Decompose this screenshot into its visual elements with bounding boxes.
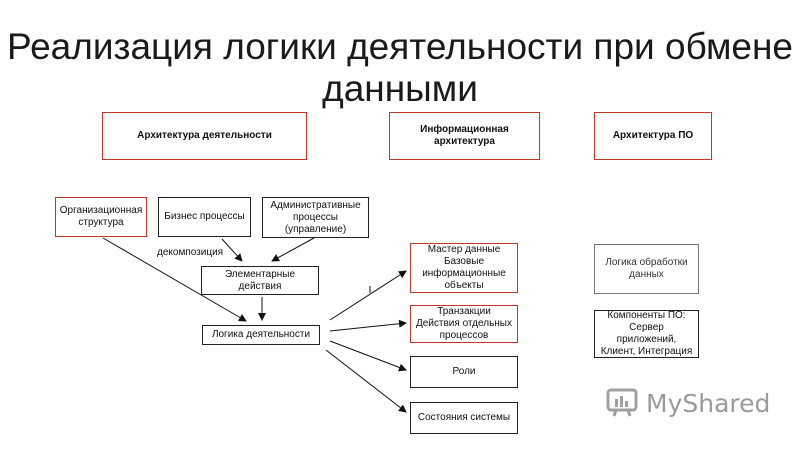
business-processes-box: Бизнес процессы (158, 197, 251, 237)
processing-logic-box: Логика обработки данных (594, 244, 699, 294)
decomposition-label: декомпозиция (157, 247, 224, 258)
elementary-actions-box: Элементарные действия (201, 266, 319, 295)
header-software-architecture: Архитектура ПО (594, 112, 712, 160)
arrow-org-to-logic (102, 237, 247, 322)
myshared-logo-text: MyShared (646, 388, 771, 418)
arrow-admin-to-elementary (271, 237, 315, 262)
software-components-box: Компоненты ПО: Сервер приложений, Клиент… (594, 310, 699, 358)
arrow-logic-to-roles (329, 340, 407, 372)
transactions-box: Транзакции Действия отдельных процессов (410, 305, 518, 343)
page-title: Реализация логики деятельности при обмен… (7, 26, 793, 109)
header-information-architecture: Информационная архитектура (389, 112, 540, 160)
activity-logic-box: Логика деятельности (202, 325, 320, 345)
org-structure-box: Организационная структура (55, 197, 147, 237)
arrow-business-to-elementary (221, 238, 243, 262)
arrow-logic-to-master-data (329, 270, 407, 321)
arrow-logic-to-system-states (325, 349, 407, 413)
master-data-box: Мастер данные Базовые информационные объ… (410, 243, 518, 293)
header-activity-architecture: Архитектура деятельности (102, 112, 307, 160)
myshared-logo: MyShared (606, 388, 770, 418)
admin-processes-box: Административные процессы (управление) (262, 197, 369, 238)
myshared-logo-icon (606, 388, 638, 417)
arrow-logic-to-transactions (329, 319, 407, 332)
roles-box: Роли (410, 356, 518, 388)
system-states-box: Состояния системы (410, 402, 518, 434)
